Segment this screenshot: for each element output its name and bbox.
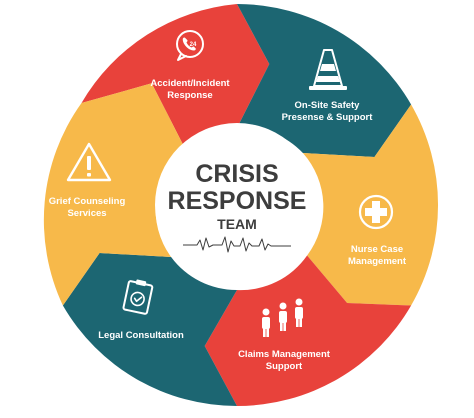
label-onsite-line2: Presense & Support — [282, 112, 374, 123]
label-grief-counseling: Grief Counseling Services — [49, 196, 126, 219]
clipboard-check-icon — [122, 279, 154, 315]
label-nurse-case: Nurse Case Management — [348, 244, 407, 267]
title-line-crisis: CRISIS — [195, 160, 278, 188]
warning-triangle-icon — [66, 142, 112, 182]
label-onsite-safety: On-Site Safety Presense & Support — [282, 100, 374, 123]
label-grief-line2: Services — [67, 208, 106, 219]
segment-grief-counseling — [43, 83, 185, 306]
label-accident-line2: Response — [167, 90, 212, 101]
label-nurse-line1: Nurse Case — [351, 244, 403, 255]
segment-accident-incident — [81, 4, 270, 148]
svg-text:24: 24 — [190, 42, 197, 48]
label-accident-line1: Accident/Incident — [150, 78, 230, 89]
center-title: CRISIS RESPONSE TEAM — [168, 160, 307, 253]
label-claims-line1: Claims Management — [238, 349, 331, 360]
heartbeat-line-icon — [183, 236, 291, 253]
segment-claims-management — [204, 255, 412, 406]
segment-nurse-case — [302, 104, 439, 306]
label-claims-management: Claims Management Support — [238, 349, 331, 372]
medical-cross-icon — [358, 194, 394, 230]
label-onsite-line1: On-Site Safety — [295, 100, 361, 111]
label-grief-line1: Grief Counseling — [49, 196, 126, 207]
title-line-team: TEAM — [217, 216, 257, 232]
phone-24-icon: 24 — [176, 30, 204, 61]
label-legal-line1: Legal Consultation — [98, 330, 184, 341]
segment-legal-consultation — [62, 253, 238, 406]
label-claims-line2: Support — [266, 361, 303, 372]
label-accident-incident: Accident/Incident Response — [150, 78, 230, 101]
label-legal-consultation: Legal Consultation — [98, 330, 184, 341]
people-group-icon — [262, 298, 303, 337]
title-line-response: RESPONSE — [168, 187, 307, 215]
label-nurse-line2: Management — [348, 256, 407, 267]
traffic-cone-icon — [309, 49, 347, 90]
